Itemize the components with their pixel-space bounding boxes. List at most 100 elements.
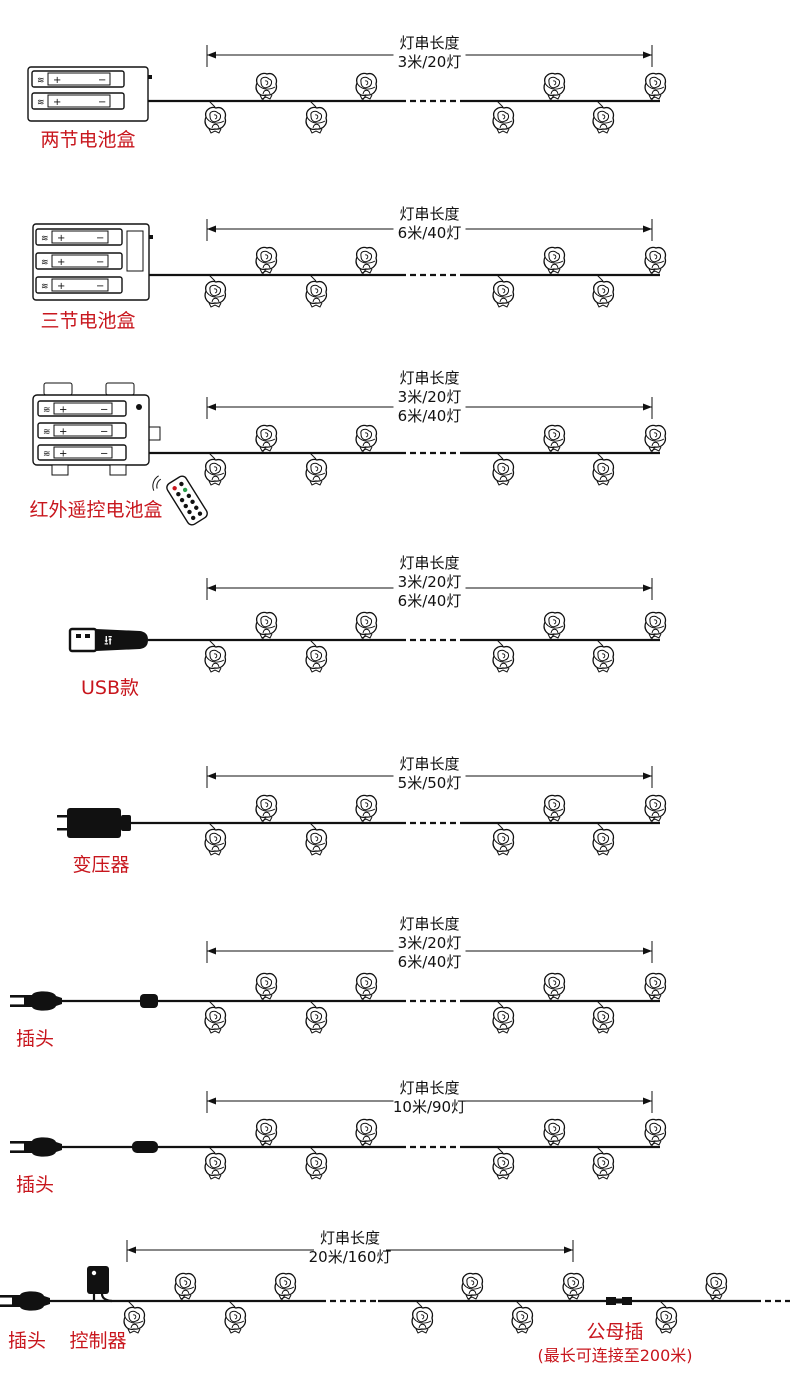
controller-box-icon	[87, 1266, 113, 1303]
rose-bulb-icon	[255, 246, 278, 274]
two-battery-box-icon: ≋+−≋+−	[27, 66, 152, 122]
rose-bulb-icon	[492, 458, 515, 486]
rose-bulb-icon	[655, 1306, 678, 1334]
svg-text:+: +	[57, 233, 65, 244]
rose-bulb-icon	[543, 1118, 566, 1146]
svg-text:+: +	[59, 449, 67, 460]
arrow-head	[643, 1097, 652, 1105]
rose-bulb-icon	[123, 1306, 146, 1334]
svg-text:−: −	[100, 427, 108, 438]
length-spec: 20米/160灯	[309, 1248, 392, 1266]
svg-text:≋: ≋	[43, 428, 51, 438]
rose-bulb-icon	[543, 246, 566, 274]
svg-text:−: −	[96, 257, 104, 268]
arrow-head	[207, 51, 216, 59]
rose-bulb-icon	[562, 1272, 585, 1300]
rose-bulb-icon	[274, 1272, 297, 1300]
rose-bulb-icon	[644, 424, 667, 452]
svg-text:≋: ≋	[41, 282, 49, 292]
length-spec: 3米/20灯	[398, 53, 462, 71]
rose-bulb-icon	[355, 246, 378, 274]
rose-bulb-icon	[204, 1006, 227, 1034]
connector-note: (最长可连接至200米)	[537, 1346, 692, 1365]
rose-bulb-icon	[224, 1306, 247, 1334]
rose-bulb-icon	[543, 72, 566, 100]
rose-bulb-icon	[355, 1118, 378, 1146]
length-spec: 3米/20灯	[398, 388, 462, 406]
svg-text:−: −	[96, 281, 104, 292]
male-female-connector-icon	[606, 1297, 632, 1305]
length-title: 灯串长度	[399, 1079, 459, 1097]
arrow-head	[127, 1246, 136, 1254]
rose-bulb-icon	[305, 458, 328, 486]
transformer-adapter-icon	[57, 808, 131, 838]
rose-bulb-icon	[305, 828, 328, 856]
svg-text:+: +	[53, 97, 61, 108]
source-label: 变压器	[72, 854, 129, 876]
arrow-head	[643, 225, 652, 233]
rose-bulb-icon	[592, 280, 615, 308]
length-spec: 6米/40灯	[398, 592, 462, 610]
svg-text:≋: ≋	[41, 234, 49, 244]
rose-bulb-icon	[592, 458, 615, 486]
power-plug-icon	[10, 991, 62, 1011]
arrow-head	[207, 772, 216, 780]
rose-bulb-icon	[204, 106, 227, 134]
length-title: 灯串长度	[399, 915, 459, 933]
svg-text:−: −	[98, 97, 106, 108]
length-title: 灯串长度	[399, 755, 459, 773]
arrow-head	[207, 947, 216, 955]
rose-bulb-icon	[592, 106, 615, 134]
length-title: 灯串长度	[399, 554, 459, 572]
rose-bulb-icon	[644, 611, 667, 639]
rose-bulb-icon	[355, 611, 378, 639]
rose-bulb-icon	[644, 72, 667, 100]
svg-text:+: +	[53, 75, 61, 86]
controller-label: 控制器	[69, 1330, 126, 1352]
arrow-head	[207, 225, 216, 233]
svg-text:≋: ≋	[41, 258, 49, 268]
rose-bulb-icon	[305, 1006, 328, 1034]
usb-plug-icon: ⭿	[68, 627, 148, 653]
length-spec: 5米/50灯	[398, 774, 462, 792]
rose-bulb-icon	[255, 611, 278, 639]
rose-bulb-icon	[204, 1152, 227, 1180]
source-label: 插头	[16, 1174, 54, 1196]
rose-bulb-icon	[543, 794, 566, 822]
rose-bulb-icon	[592, 645, 615, 673]
arrow-head	[643, 584, 652, 592]
wire-loop	[149, 426, 161, 441]
svg-text:−: −	[100, 449, 108, 460]
length-spec: 6米/40灯	[398, 224, 462, 242]
rose-bulb-icon	[705, 1272, 728, 1300]
rose-bulb-icon	[174, 1272, 197, 1300]
svg-text:+: +	[59, 405, 67, 416]
rose-bulb-icon	[592, 1006, 615, 1034]
length-spec: 3米/20灯	[398, 934, 462, 952]
svg-text:−: −	[98, 75, 106, 86]
rose-bulb-icon	[355, 424, 378, 452]
rose-bulb-icon	[543, 972, 566, 1000]
rose-bulb-icon	[204, 645, 227, 673]
row-controller: 灯串长度20米/160灯插头控制器公母插(最长可连接至200米)	[0, 1229, 790, 1365]
source-label: 两节电池盒	[40, 129, 135, 151]
rose-bulb-icon	[255, 424, 278, 452]
rose-bulb-icon	[492, 1152, 515, 1180]
rose-bulb-icon	[592, 828, 615, 856]
rose-bulb-icon	[592, 1152, 615, 1180]
svg-text:−: −	[96, 233, 104, 244]
rose-bulb-icon	[492, 828, 515, 856]
arrow-head	[643, 403, 652, 411]
inline-rectifier-icon	[140, 994, 158, 1008]
rose-bulb-icon	[204, 280, 227, 308]
svg-text:⭿: ⭿	[104, 634, 112, 649]
svg-text:−: −	[100, 405, 108, 416]
arrow-head	[643, 772, 652, 780]
rose-bulb-icon	[511, 1306, 534, 1334]
ir-remote-icon	[152, 475, 208, 526]
svg-text:≋: ≋	[37, 98, 45, 108]
